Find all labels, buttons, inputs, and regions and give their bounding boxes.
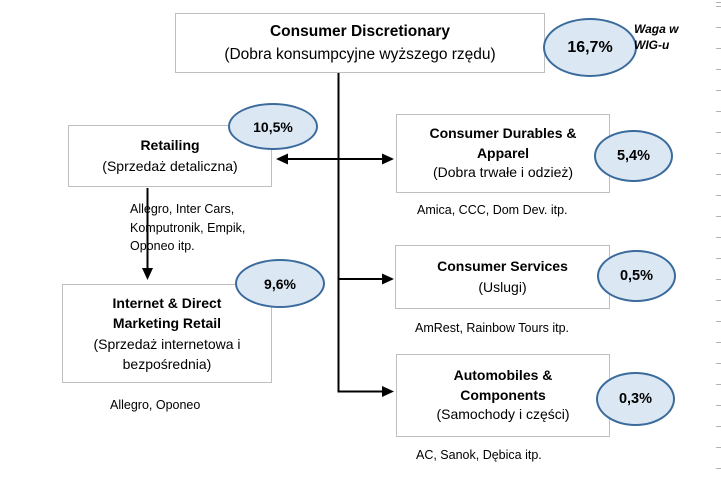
node-automobiles-components: Automobiles & Components (Samochody i cz… — [396, 354, 610, 437]
companies-durables: Amica, CCC, Dom Dev. itp. — [417, 203, 568, 217]
companies-services: AmRest, Rainbow Tours itp. — [415, 321, 569, 335]
node-consumer-services: Consumer Services (Uslugi) — [395, 245, 610, 309]
node-subtitle: (Samochody i części) — [436, 406, 570, 423]
right-edge-ruler-ticks — [716, 0, 721, 487]
weight-value: 10,5% — [253, 118, 293, 135]
weight-badge-durables: 5,4% — [594, 130, 673, 182]
weight-value: 0,3% — [618, 391, 653, 407]
node-title: Automobiles & Components — [453, 366, 553, 403]
node-consumer-discretionary: Consumer Discretionary (Dobra konsumpcyj… — [175, 13, 545, 73]
weight-badge-internet: 9,6% — [235, 259, 325, 308]
companies-automobiles: AC, Sanok, Dębica itp. — [416, 448, 542, 462]
weight-badge-services: 0,5% — [597, 250, 676, 302]
node-subtitle: (Dobra trwałe i odzież) — [432, 164, 574, 181]
companies-internet: Allegro, Oponeo — [110, 398, 201, 412]
node-title: Internet & Direct Marketing Retail — [112, 294, 222, 332]
node-title: Consumer Discretionary — [269, 22, 451, 40]
node-title: Retailing — [140, 137, 200, 153]
trunk-connector — [337, 73, 384, 393]
arrowhead-left-icon — [276, 153, 288, 165]
arrowhead-down-icon — [142, 268, 153, 280]
weight-badge-consumer-discretionary: 16,7% — [543, 18, 637, 77]
companies-retailing: Allegro, Inter Cars, Komputronik, Empik,… — [130, 202, 246, 253]
node-subtitle: (Sprzedaż internetowa i bezpośrednia) — [93, 335, 241, 372]
weight-value: 9,6% — [264, 275, 296, 292]
node-subtitle: (Sprzedaż detaliczna) — [102, 158, 238, 174]
weight-badge-retailing: 10,5% — [228, 103, 318, 150]
node-subtitle: (Uslugi) — [478, 279, 527, 295]
weight-badge-automobiles: 0,3% — [596, 372, 675, 426]
node-subtitle: (Dobra konsumpcyjne wyższego rzędu) — [224, 46, 496, 63]
weight-value: 5,4% — [616, 148, 651, 164]
arrowhead-right-icon — [382, 153, 394, 165]
weight-value: 0,5% — [619, 268, 654, 284]
wig-weight-note: Waga w WIG-u — [634, 22, 679, 53]
node-consumer-durables-apparel: Consumer Durables & Apparel (Dobra trwał… — [396, 114, 610, 193]
weight-value: 16,7% — [567, 38, 613, 56]
arrowhead-automobiles-icon — [382, 386, 394, 397]
arrowhead-services-icon — [382, 273, 394, 285]
node-title: Consumer Durables & Apparel — [429, 124, 577, 161]
node-internet-direct-marketing-retail: Internet & Direct Marketing Retail (Sprz… — [62, 284, 272, 383]
node-title: Consumer Services — [437, 258, 568, 274]
